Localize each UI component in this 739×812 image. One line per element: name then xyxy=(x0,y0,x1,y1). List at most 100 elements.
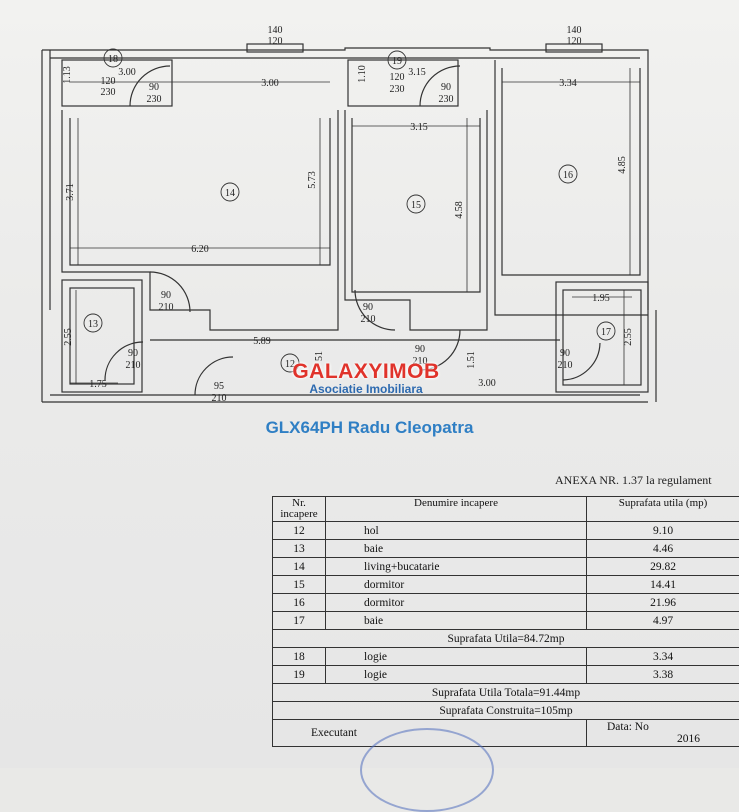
cell-name: logie xyxy=(326,666,587,684)
window-label-bottom: 120 xyxy=(567,36,582,47)
dimension-label: 6.20 xyxy=(191,244,209,255)
cell-area: 3.38 xyxy=(587,666,739,684)
suprafata-construita: Suprafata Construita=105mp xyxy=(273,702,739,720)
dimension-label: 1.51 xyxy=(466,351,477,369)
rooms-table: Nr. incapere Denumire incapere Suprafata… xyxy=(272,496,739,747)
door-label-bottom: 230 xyxy=(390,84,405,95)
listing-caption: GLX64PH Radu Cleopatra xyxy=(0,418,739,438)
table-row: 16 dormitor 21.96 xyxy=(273,594,739,612)
cell-area: 14.41 xyxy=(587,576,739,594)
room-13 xyxy=(62,280,142,392)
cell-nr: 19 xyxy=(273,666,326,684)
door-label-top: 90 xyxy=(128,348,138,359)
dimension-label: 4.85 xyxy=(617,156,628,174)
cell-name: dormitor xyxy=(326,594,587,612)
dimension-label: 3.71 xyxy=(65,183,76,201)
room-14 xyxy=(62,110,338,330)
cell-nr: 15 xyxy=(273,576,326,594)
dimension-label: 3.00 xyxy=(261,78,279,89)
door-label-bottom: 210 xyxy=(361,314,376,325)
room-13-inner xyxy=(70,288,134,384)
table-row: 13 baie 4.46 xyxy=(273,540,739,558)
door-label-bottom: 230 xyxy=(147,94,162,105)
dimension-label: 3.15 xyxy=(410,122,428,133)
cell-area: 21.96 xyxy=(587,594,739,612)
room-number: 18 xyxy=(108,54,118,65)
summary-row: Suprafata Construita=105mp xyxy=(273,702,739,720)
cell-nr: 17 xyxy=(273,612,326,630)
cell-area: 3.34 xyxy=(587,648,739,666)
header-denumire: Denumire incapere xyxy=(326,497,587,522)
date-cell: Data: No 2016 xyxy=(587,720,739,747)
door-label-top: 90 xyxy=(441,82,451,93)
room-16 xyxy=(495,60,648,315)
door-label-bottom: 230 xyxy=(101,87,116,98)
table-row: 15 dormitor 14.41 xyxy=(273,576,739,594)
logo-subtitle: Asociatie Imobiliara xyxy=(268,382,464,396)
table-header-row: Nr. incapere Denumire incapere Suprafata… xyxy=(273,497,739,522)
room-number: 17 xyxy=(601,327,611,338)
door-label-bottom: 210 xyxy=(558,360,573,371)
cell-nr: 16 xyxy=(273,594,326,612)
door-label-bottom: 210 xyxy=(212,393,227,404)
dimension-label: 1.10 xyxy=(357,65,368,83)
cell-area: 9.10 xyxy=(587,522,739,540)
room-number: 14 xyxy=(225,188,235,199)
door-label-top: 90 xyxy=(161,290,171,301)
door-label-top: 95 xyxy=(214,381,224,392)
suprafata-totala: Suprafata Utila Totala=91.44mp xyxy=(273,684,739,702)
date-label: Data: No xyxy=(607,721,649,733)
cell-name: dormitor xyxy=(326,576,587,594)
dimension-label: 3.34 xyxy=(559,78,577,89)
door-label-top: 90 xyxy=(560,348,570,359)
dimension-label: 3.00 xyxy=(118,67,136,78)
cell-name: logie xyxy=(326,648,587,666)
room-15 xyxy=(345,110,487,330)
door-label-bottom: 230 xyxy=(439,94,454,105)
header-nr: Nr. incapere xyxy=(273,497,326,522)
table-row: 18 logie 3.34 xyxy=(273,648,739,666)
door-label-top: 90 xyxy=(363,302,373,313)
watermark-logo: GALAXYIMOB Asociatie Imobiliara xyxy=(268,360,464,408)
cell-nr: 13 xyxy=(273,540,326,558)
dimension-label: 1.13 xyxy=(62,66,73,84)
stamp-mark xyxy=(360,728,494,812)
annex-label: ANEXA NR. 1.37 la regulament xyxy=(555,473,712,488)
table-row: 19 logie 3.38 xyxy=(273,666,739,684)
dimension-label: 1.95 xyxy=(592,293,610,304)
cell-name: baie xyxy=(326,540,587,558)
summary-row: Suprafata Utila Totala=91.44mp xyxy=(273,684,739,702)
cell-name: hol xyxy=(326,522,587,540)
dimension-label: 5.89 xyxy=(253,336,271,347)
door-label-top: 120 xyxy=(390,72,405,83)
dimension-label: 4.58 xyxy=(454,201,465,219)
cell-nr: 18 xyxy=(273,648,326,666)
room-number: 13 xyxy=(88,319,98,330)
window-label-top: 140 xyxy=(268,25,283,36)
dimension-label: 1.75 xyxy=(89,379,107,390)
dimension-label: 2.55 xyxy=(623,328,634,346)
room-number: 15 xyxy=(411,200,421,211)
cell-nr: 12 xyxy=(273,522,326,540)
room-number: 16 xyxy=(563,170,573,181)
door-label-bottom: 210 xyxy=(159,302,174,313)
table-row: 12 hol 9.10 xyxy=(273,522,739,540)
dimension-label: 5.73 xyxy=(307,171,318,189)
floor-plan: 140 120 140 120 18 19 14 15 16 13 17 12 … xyxy=(0,0,739,420)
cell-nr: 14 xyxy=(273,558,326,576)
door-label-top: 90 xyxy=(415,344,425,355)
header-suprafata: Suprafata utila (mp) xyxy=(587,497,739,522)
dimension-label: 2.55 xyxy=(63,328,74,346)
table-row: 14 living+bucatarie 29.82 xyxy=(273,558,739,576)
dimension-label: 3.00 xyxy=(478,378,496,389)
dimension-label: 3.15 xyxy=(408,67,426,78)
table-row: 17 baie 4.97 xyxy=(273,612,739,630)
summary-row: Suprafata Utila=84.72mp xyxy=(273,630,739,648)
window-label-top: 140 xyxy=(567,25,582,36)
door-label-top: 90 xyxy=(149,82,159,93)
cell-area: 29.82 xyxy=(587,558,739,576)
date-year: 2016 xyxy=(677,733,700,745)
cell-area: 4.97 xyxy=(587,612,739,630)
door-label-bottom: 210 xyxy=(126,360,141,371)
suprafata-utila: Suprafata Utila=84.72mp xyxy=(273,630,739,648)
